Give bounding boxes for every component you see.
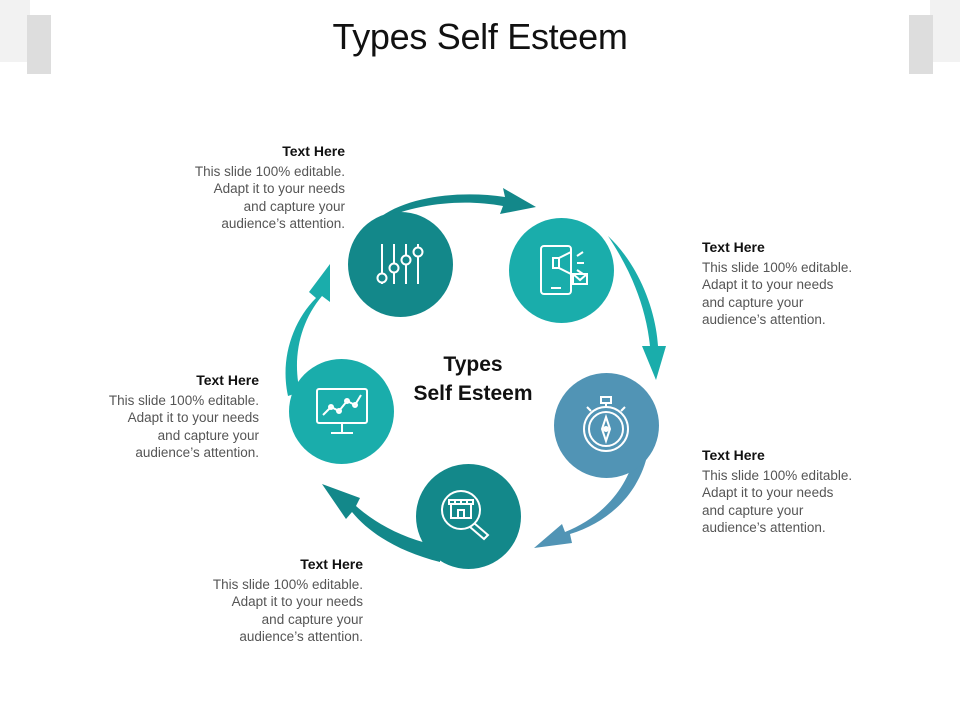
text-block-line: Adapt it to your needs xyxy=(702,277,834,293)
text-block-3: Text Here This slide 100% editable. Adap… xyxy=(702,447,877,537)
step-circle-5 xyxy=(289,359,394,464)
text-block-heading: Text Here xyxy=(282,143,345,159)
text-block-line: audience’s attention. xyxy=(702,312,826,328)
text-block-5: Text Here This slide 100% editable. Adap… xyxy=(84,372,259,462)
center-label-line-1: Types xyxy=(443,353,503,376)
text-block-heading: Text Here xyxy=(702,447,765,463)
arrow-4-to-5 xyxy=(322,484,440,562)
text-block-line: audience’s attention. xyxy=(702,520,826,536)
step-circle-3 xyxy=(554,373,659,478)
text-block-line: and capture your xyxy=(157,427,259,443)
corner-decoration-left xyxy=(27,15,51,74)
text-block-line: This slide 100% editable. xyxy=(108,392,259,408)
text-block-line: Adapt it to your needs xyxy=(231,594,363,610)
text-block-line: Adapt it to your needs xyxy=(213,181,345,197)
text-block-line: audience’s attention. xyxy=(135,445,259,461)
monitor-chart-icon xyxy=(316,388,368,434)
text-block-heading: Text Here xyxy=(702,239,765,255)
center-label: Types Self Esteem xyxy=(392,350,554,408)
text-block-line: audience’s attention. xyxy=(239,629,363,645)
text-block-line: audience’s attention. xyxy=(221,216,345,232)
text-block-1: Text Here This slide 100% editable. Adap… xyxy=(170,143,345,233)
stopwatch-icon xyxy=(583,396,629,452)
slide-title: Types Self Esteem xyxy=(332,16,628,57)
step-circle-4 xyxy=(416,464,521,569)
mobile-marketing-icon xyxy=(540,245,588,295)
sliders-icon xyxy=(376,244,424,284)
text-block-line: Adapt it to your needs xyxy=(702,485,834,501)
text-block-line: This slide 100% editable. xyxy=(702,467,853,483)
corner-decoration-right xyxy=(909,15,933,74)
arrow-2-to-3 xyxy=(608,236,666,380)
text-block-line: and capture your xyxy=(243,198,345,214)
text-block-line: and capture your xyxy=(702,294,804,310)
step-circle-2 xyxy=(509,218,614,323)
text-block-heading: Text Here xyxy=(196,372,259,388)
text-block-line: This slide 100% editable. xyxy=(212,576,363,592)
corner-decoration-left-light xyxy=(0,0,30,62)
corner-decoration-right-light xyxy=(930,0,960,62)
text-block-line: and capture your xyxy=(702,502,804,518)
text-block-line: and capture your xyxy=(261,611,363,627)
store-search-icon xyxy=(441,490,490,541)
arrow-1-to-2 xyxy=(372,188,536,224)
center-label-line-2: Self Esteem xyxy=(413,382,533,405)
text-block-heading: Text Here xyxy=(300,556,363,572)
text-block-line: Adapt it to your needs xyxy=(127,410,259,426)
step-circle-1 xyxy=(348,212,453,317)
arrow-5-to-1 xyxy=(285,264,330,396)
text-block-4: Text Here This slide 100% editable. Adap… xyxy=(188,556,363,646)
text-block-line: This slide 100% editable. xyxy=(194,163,345,179)
text-block-line: This slide 100% editable. xyxy=(702,259,853,275)
text-block-2: Text Here This slide 100% editable. Adap… xyxy=(702,239,877,329)
